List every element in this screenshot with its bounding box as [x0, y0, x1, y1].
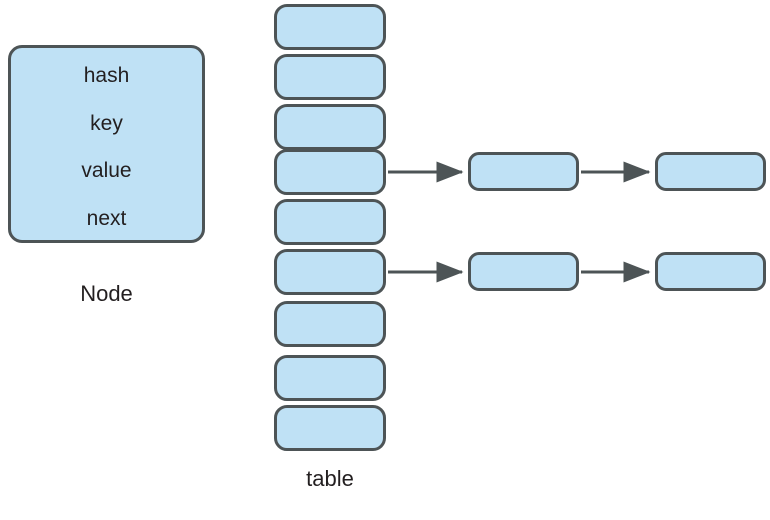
table-cell-0[interactable]	[274, 4, 386, 50]
chain-1-node-1[interactable]	[655, 252, 766, 291]
node-field-next: next	[86, 207, 127, 230]
chain-0-node-1[interactable]	[655, 152, 766, 191]
table-cell-4[interactable]	[274, 199, 386, 245]
table-cell-3[interactable]	[274, 149, 386, 195]
node-struct-caption: Node	[80, 281, 133, 306]
table-caption: table	[306, 466, 354, 491]
node-field-key: key	[90, 112, 123, 135]
table-cell-1[interactable]	[274, 54, 386, 100]
chain-1-node-0[interactable]	[468, 252, 579, 291]
table-cell-2[interactable]	[274, 104, 386, 150]
node-struct-box[interactable]: hash key value next	[8, 45, 205, 243]
table-cell-8[interactable]	[274, 405, 386, 451]
chain-0-node-0[interactable]	[468, 152, 579, 191]
table-cell-6[interactable]	[274, 301, 386, 347]
table-cell-7[interactable]	[274, 355, 386, 401]
table-cell-5[interactable]	[274, 249, 386, 295]
node-field-hash: hash	[83, 64, 130, 87]
node-field-value: value	[81, 159, 132, 182]
